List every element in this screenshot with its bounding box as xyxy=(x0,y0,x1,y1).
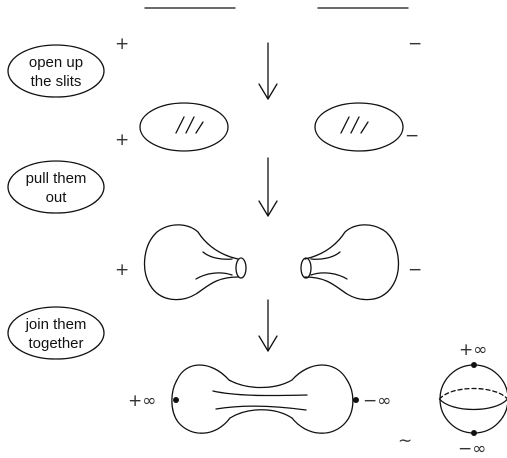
step-label-line2: together xyxy=(28,335,83,352)
step-label-line2: the slits xyxy=(31,73,82,90)
step-label-line1: open up xyxy=(29,54,83,71)
step-label-line1: join them xyxy=(25,316,87,333)
row0-minus-sign: − xyxy=(408,34,422,54)
left-pulled-tube xyxy=(143,224,247,301)
step-label-line2: out xyxy=(46,189,68,206)
plus-infinity-point xyxy=(173,397,179,403)
sphere-south-pole xyxy=(471,430,477,436)
step-pull-them-out: pull them out xyxy=(7,160,105,214)
step-bubble xyxy=(7,44,105,98)
plus-infinity-label: +∞ xyxy=(128,391,156,411)
right-pulled-tube xyxy=(300,224,400,301)
sphere-plus-infinity-label: +∞ xyxy=(459,340,487,360)
row1-minus-sign: − xyxy=(405,126,419,146)
sphere-minus-infinity-label: −∞ xyxy=(458,439,486,458)
row0-plus-sign: + xyxy=(115,34,129,54)
left-opened-slit xyxy=(139,102,229,152)
joined-surface xyxy=(171,364,359,434)
row1-plus-sign: + xyxy=(115,130,129,150)
step-open-up-the-slits: open up the slits xyxy=(7,44,105,98)
sphere xyxy=(438,362,507,436)
down-arrow xyxy=(258,299,278,352)
minus-infinity-label: −∞ xyxy=(363,391,391,411)
step-label-line1: pull them xyxy=(26,170,87,187)
sphere-north-pole xyxy=(471,362,477,368)
down-arrow xyxy=(258,157,278,217)
right-opened-slit xyxy=(314,102,404,152)
equivalence-sign: ∼ xyxy=(398,431,412,451)
row2-plus-sign: + xyxy=(115,260,129,280)
step-bubble xyxy=(7,160,105,214)
minus-infinity-point xyxy=(353,397,359,403)
step-bubble xyxy=(7,306,105,360)
step-join-them-together: join them together xyxy=(7,306,105,360)
row2-minus-sign: − xyxy=(408,260,422,280)
down-arrow xyxy=(258,42,278,100)
